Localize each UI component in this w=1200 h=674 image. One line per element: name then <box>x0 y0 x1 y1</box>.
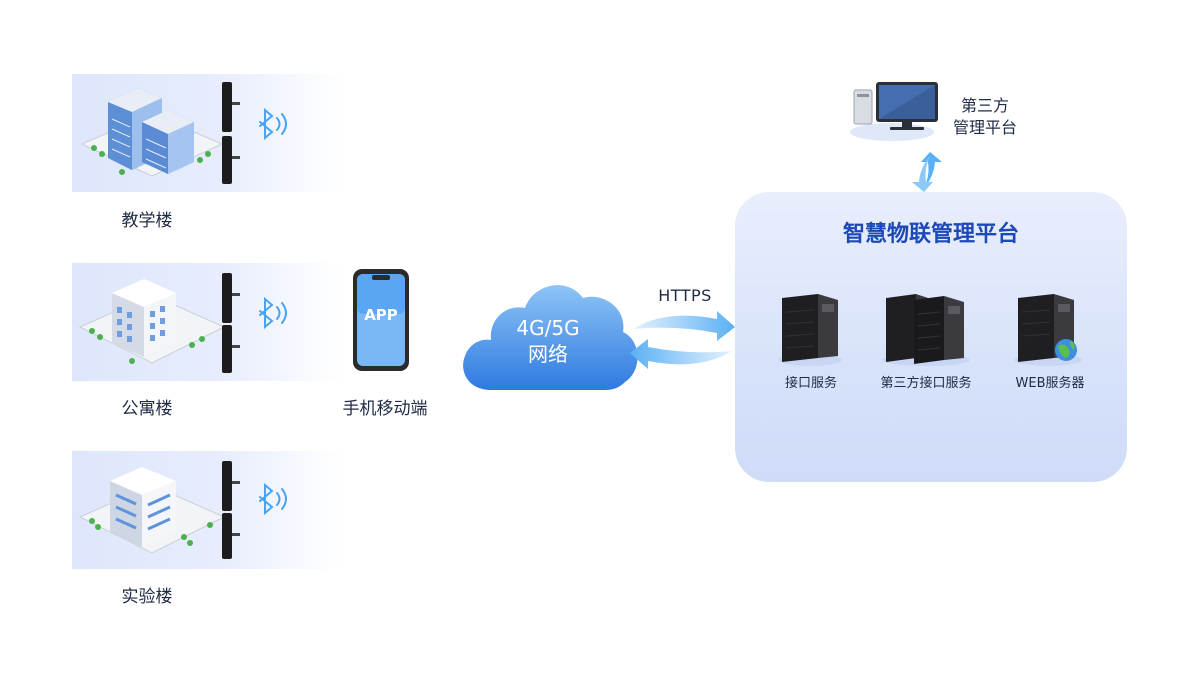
door-lock-icon <box>222 273 240 373</box>
apartment-building-illustration <box>78 273 287 373</box>
network-line1: 4G/5G <box>516 316 580 340</box>
phone-app-label: APP <box>364 306 398 324</box>
bluetooth-icon <box>259 296 287 330</box>
building-label-teaching: 教学楼 <box>121 211 173 231</box>
third-party-line1: 第三方 <box>960 96 1009 115</box>
third-party-label: 第三方 管理平台 <box>940 95 1030 139</box>
platform-title: 智慧物联管理平台 <box>842 222 1019 247</box>
building-panel-lab <box>72 451 342 569</box>
third-party-line2: 管理平台 <box>952 118 1017 137</box>
server-label-third-party-interface: 第三方接口服务 <box>880 376 972 391</box>
vertical-sync-arrows-icon <box>912 152 942 192</box>
bluetooth-icon <box>259 482 287 516</box>
building-panel-teaching <box>72 74 342 192</box>
server-label-web: WEB服务器 <box>1015 376 1085 391</box>
globe-icon <box>1055 339 1077 361</box>
teaching-building-illustration <box>80 82 287 184</box>
cloud-icon <box>463 285 638 390</box>
phone-label: 手机移动端 <box>342 399 428 419</box>
sync-arrows-icon <box>630 311 735 369</box>
smartphone-icon <box>353 269 409 371</box>
lab-building-illustration <box>78 461 287 559</box>
https-label: HTTPS <box>658 286 712 305</box>
server-label-interface: 接口服务 <box>784 376 837 391</box>
building-label-lab: 实验楼 <box>121 587 173 607</box>
network-line2: 网络 <box>528 342 568 366</box>
network-label: 4G/5G 网络 <box>463 315 633 367</box>
third-party-interface-server-icon <box>882 294 970 366</box>
web-server-icon <box>1014 294 1082 366</box>
building-label-apartment: 公寓楼 <box>121 399 173 419</box>
building-panel-apartment <box>72 263 342 381</box>
bluetooth-icon <box>259 107 287 141</box>
interface-server-icon <box>778 294 842 366</box>
door-lock-icon <box>222 461 240 559</box>
door-lock-icon <box>222 82 240 184</box>
computer-icon <box>850 82 938 141</box>
